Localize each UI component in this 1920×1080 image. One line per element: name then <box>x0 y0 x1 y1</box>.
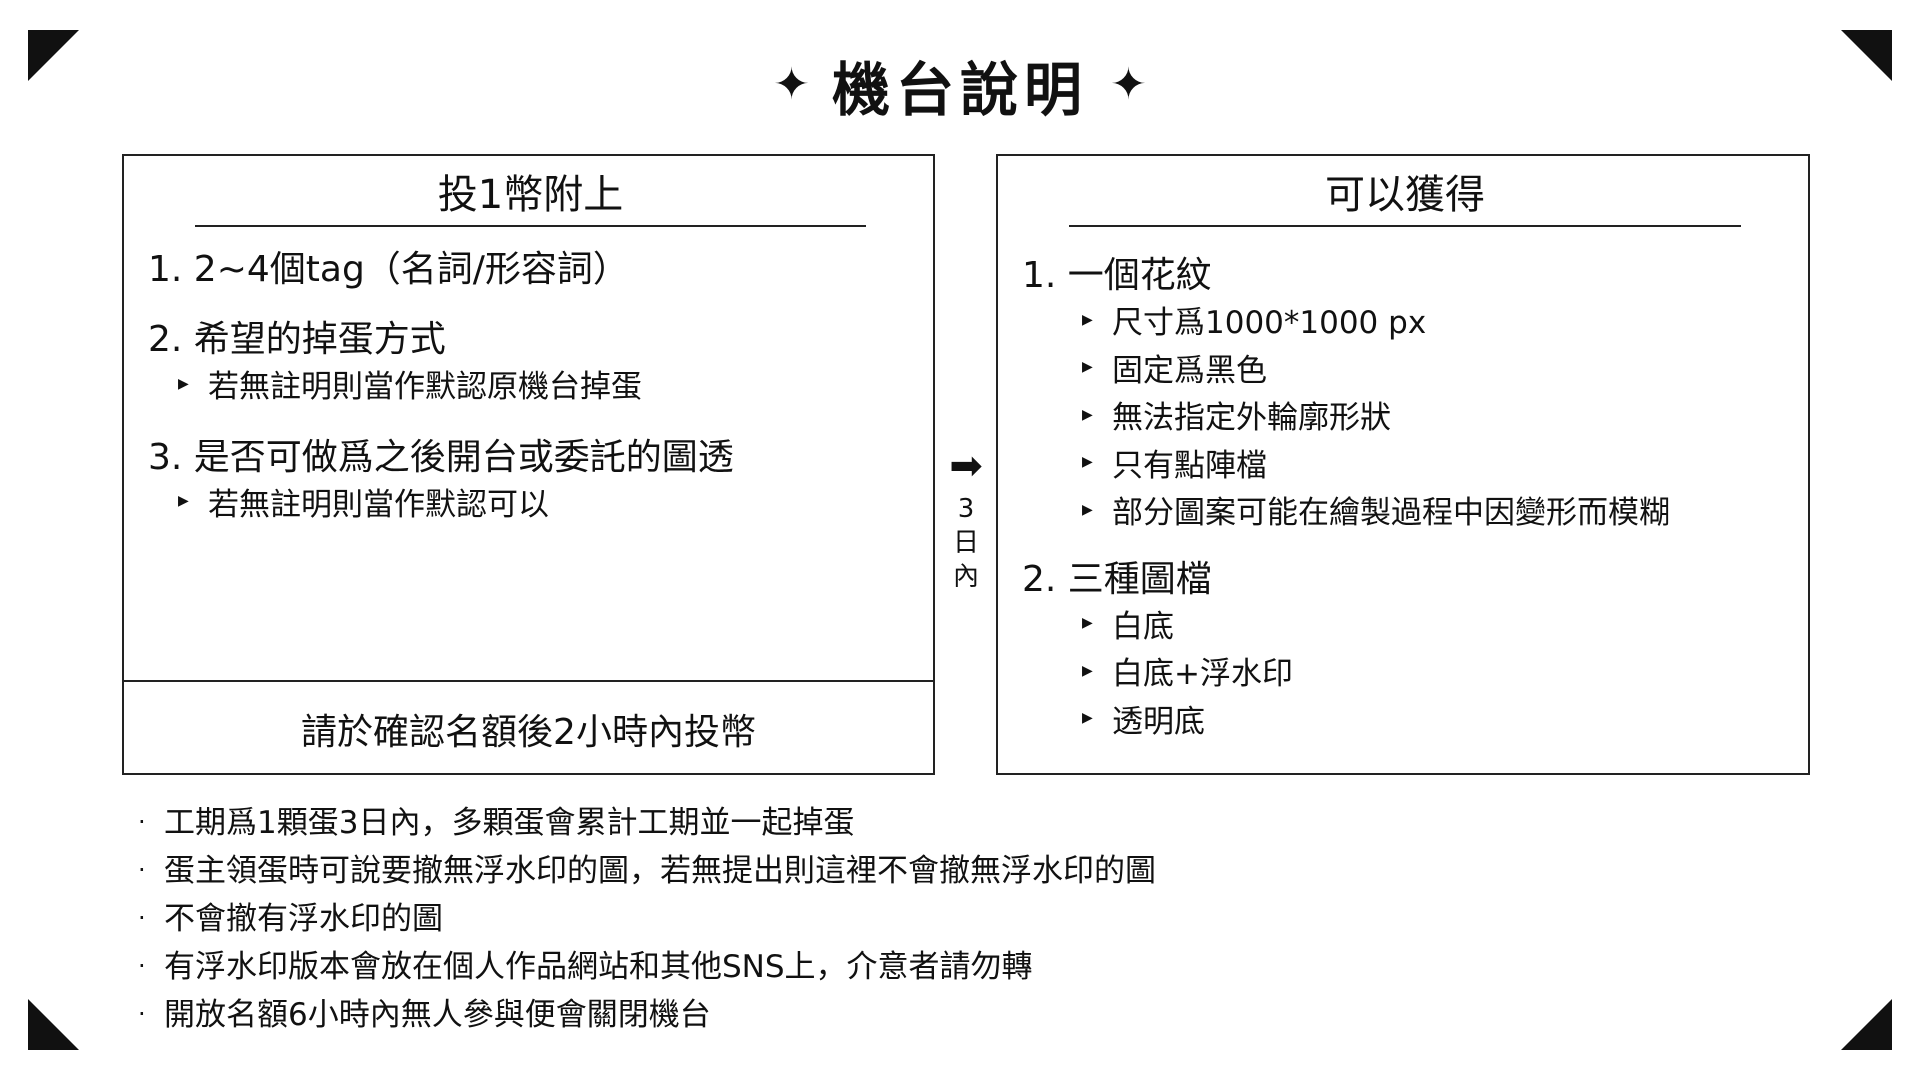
sub-item-text: 白底 <box>1112 608 1174 645</box>
sub-item-text: 若無註明則當作默認原機台掉蛋 <box>208 369 642 405</box>
sub-item-text: 無法指定外輪廓形狀 <box>1112 400 1391 436</box>
list-item: 2. 希望的掉蛋方式 ▶ 若無註明則當作默認原機台掉蛋 <box>148 316 913 412</box>
corner-decoration-bottom-left <box>28 999 79 1050</box>
sub-item: ▶ 若無註明則當作默認可以 <box>148 482 913 530</box>
triangle-bullet-icon: ▶ <box>1082 454 1093 470</box>
box-header: 可以獲得 <box>1325 172 1485 218</box>
triangle-bullet-icon: ▶ <box>178 493 189 509</box>
list-item-title: 1. 一個花紋 <box>1022 255 1212 296</box>
list-item-title: 2. 希望的掉蛋方式 <box>148 319 446 360</box>
requirements-list: 1. 2~4個tag（名詞/形容詞） 2. 希望的掉蛋方式 ▶ 若無註明則當作默認… <box>148 246 913 551</box>
list-item: 3. 是否可做爲之後開台或委託的圖透 ▶ 若無註明則當作默認可以 <box>148 434 913 530</box>
list-item: 2. 三種圖檔 ▶ 白底 ▶ 白底+浮水印 ▶ 透明底 <box>1022 556 1788 747</box>
arrow-label: 3 日 內 <box>953 492 979 594</box>
sub-item-text: 白底+浮水印 <box>1112 656 1293 692</box>
note-text: 不會撤有浮水印的圖 <box>164 901 443 937</box>
deliverables-box: 可以獲得 1. 一個花紋 ▶ 尺寸爲1000*1000 px ▶ 固定爲黑色 ▶ 無法… <box>996 154 1810 775</box>
sub-item-text: 透明底 <box>1112 703 1205 740</box>
sub-item: ▶ 透明底 <box>1022 699 1788 747</box>
triangle-bullet-icon: ▶ <box>1082 359 1093 375</box>
note-item: · 工期爲1顆蛋3日內，多顆蛋會累計工期並一起掉蛋 <box>138 800 1638 848</box>
sub-item: ▶ 固定爲黑色 <box>1022 348 1788 396</box>
note-text: 有浮水印版本會放在個人作品網站和其他SNS上，介意者請勿轉 <box>164 949 1033 985</box>
sub-item-text: 尺寸爲1000*1000 px <box>1112 305 1427 341</box>
dot-bullet-icon: · <box>138 808 146 836</box>
sub-item-text: 固定爲黑色 <box>1112 352 1267 389</box>
corner-decoration-top-right <box>1841 30 1892 81</box>
dot-bullet-icon: · <box>138 1000 146 1028</box>
note-item: · 開放名額6小時內無人參與便會關閉機台 <box>138 992 1638 1040</box>
list-item: 1. 一個花紋 ▶ 尺寸爲1000*1000 px ▶ 固定爲黑色 ▶ 無法指定外輪廓… <box>1022 252 1788 538</box>
sub-item-text: 只有點陣檔 <box>1112 447 1267 484</box>
triangle-bullet-icon: ▶ <box>178 375 189 392</box>
note-text: 蛋主領蛋時可說要撤無浮水印的圖，若無提出則這裡不會撤無浮水印的圖 <box>164 853 1156 889</box>
triangle-bullet-icon: ▶ <box>1082 710 1093 726</box>
header-underline <box>195 225 866 227</box>
box-footer: 請於確認名額後2小時內投幣 <box>301 711 756 753</box>
dot-bullet-icon: · <box>138 904 146 932</box>
triangle-bullet-icon: ▶ <box>1082 501 1093 518</box>
corner-decoration-top-left <box>28 30 79 81</box>
box-header: 投1幣附上 <box>437 172 624 218</box>
list-item-title: 1. 2~4個tag（名詞/形容詞） <box>148 249 629 290</box>
sub-item: ▶ 無法指定外輪廓形狀 <box>1022 395 1788 443</box>
sub-item: ▶ 尺寸爲1000*1000 px <box>1022 300 1788 348</box>
note-text: 開放名額6小時內無人參與便會關閉機台 <box>164 997 711 1033</box>
star4-icon: ✦ <box>1110 59 1147 110</box>
arrow-label-char: 3 <box>957 494 975 524</box>
footer-divider <box>124 680 933 682</box>
triangle-bullet-icon: ▶ <box>1082 662 1093 679</box>
sub-item: ▶ 部分圖案可能在繪製過程中因變形而模糊 <box>1022 490 1788 538</box>
dot-bullet-icon: · <box>138 952 146 980</box>
list-item-title: 2. 三種圖檔 <box>1022 558 1212 600</box>
arrow-label-char: 日 <box>952 528 979 558</box>
triangle-bullet-icon: ▶ <box>1082 615 1093 631</box>
title-row: ✦ 機台說明 ✦ <box>0 40 1920 130</box>
arrow-column: ➡ 3 日 內 <box>940 446 992 594</box>
note-item: · 不會撤有浮水印的圖 <box>138 896 1638 944</box>
deliverables-list: 1. 一個花紋 ▶ 尺寸爲1000*1000 px ▶ 固定爲黑色 ▶ 無法指定外輪廓… <box>1022 252 1788 764</box>
submit-requirements-box: 投1幣附上 1. 2~4個tag（名詞/形容詞） 2. 希望的掉蛋方式 ▶ 若無註… <box>122 154 935 775</box>
sub-item-text: 部分圖案可能在繪製過程中因變形而模糊 <box>1112 495 1670 531</box>
right-arrow-icon: ➡ <box>949 443 983 489</box>
list-item: 1. 2~4個tag（名詞/形容詞） <box>148 246 913 294</box>
dot-bullet-icon: · <box>138 856 146 884</box>
note-item: · 有浮水印版本會放在個人作品網站和其他SNS上，介意者請勿轉 <box>138 944 1638 992</box>
sub-item: ▶ 只有點陣檔 <box>1022 443 1788 491</box>
triangle-bullet-icon: ▶ <box>1082 406 1093 423</box>
note-item: · 蛋主領蛋時可說要撤無浮水印的圖，若無提出則這裡不會撤無浮水印的圖 <box>138 848 1638 896</box>
page-title: 機台說明 <box>831 56 1088 124</box>
arrow-label-char: 內 <box>952 562 979 592</box>
sub-item: ▶ 若無註明則當作默認原機台掉蛋 <box>148 364 913 412</box>
sub-item-text: 若無註明則當作默認可以 <box>208 486 549 523</box>
triangle-bullet-icon: ▶ <box>1082 311 1093 328</box>
corner-decoration-bottom-right <box>1841 999 1892 1050</box>
header-underline <box>1069 225 1741 227</box>
sub-item: ▶ 白底+浮水印 <box>1022 651 1788 699</box>
list-item-title: 3. 是否可做爲之後開台或委託的圖透 <box>148 436 734 478</box>
notes-list: · 工期爲1顆蛋3日內，多顆蛋會累計工期並一起掉蛋 · 蛋主領蛋時可說要撤無浮水印的… <box>138 800 1638 1040</box>
note-text: 工期爲1顆蛋3日內，多顆蛋會累計工期並一起掉蛋 <box>164 805 855 841</box>
star4-icon: ✦ <box>773 59 810 110</box>
sub-item: ▶ 白底 <box>1022 604 1788 652</box>
